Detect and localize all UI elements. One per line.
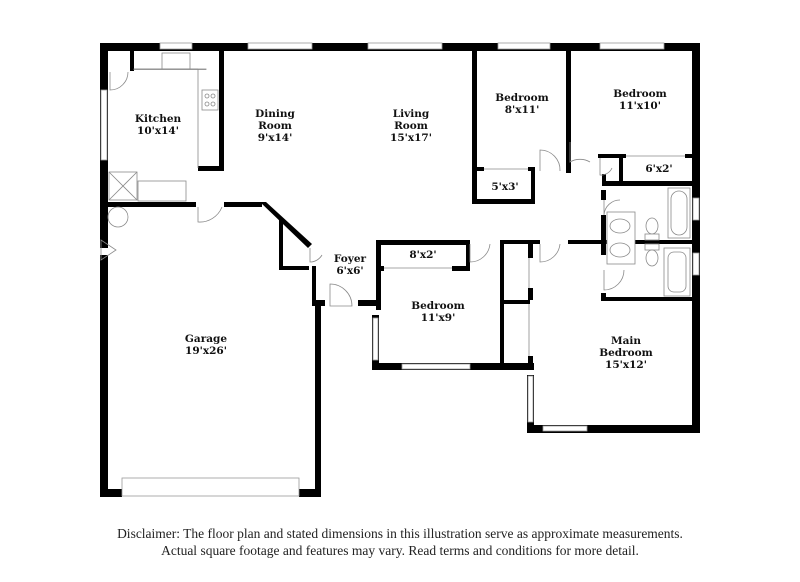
disclaimer: Disclaimer: The floor plan and stated di…	[0, 525, 800, 559]
counter	[137, 180, 187, 202]
stove	[201, 89, 219, 111]
doors	[100, 71, 685, 356]
disclaimer-line-2: Actual square footage and features may v…	[161, 543, 639, 558]
closet-6x2-label: 6'x2'	[645, 163, 672, 175]
closet-5x3-label: 5'x3'	[491, 181, 518, 193]
windows	[100, 42, 700, 497]
fixtures	[107, 52, 691, 297]
water-heater	[107, 206, 129, 228]
closet-8x2-label: 8'x2'	[409, 249, 436, 261]
disclaimer-line-1: Disclaimer: The floor plan and stated di…	[117, 526, 683, 541]
kitchen-sink	[161, 52, 191, 70]
toilet	[645, 217, 659, 235]
